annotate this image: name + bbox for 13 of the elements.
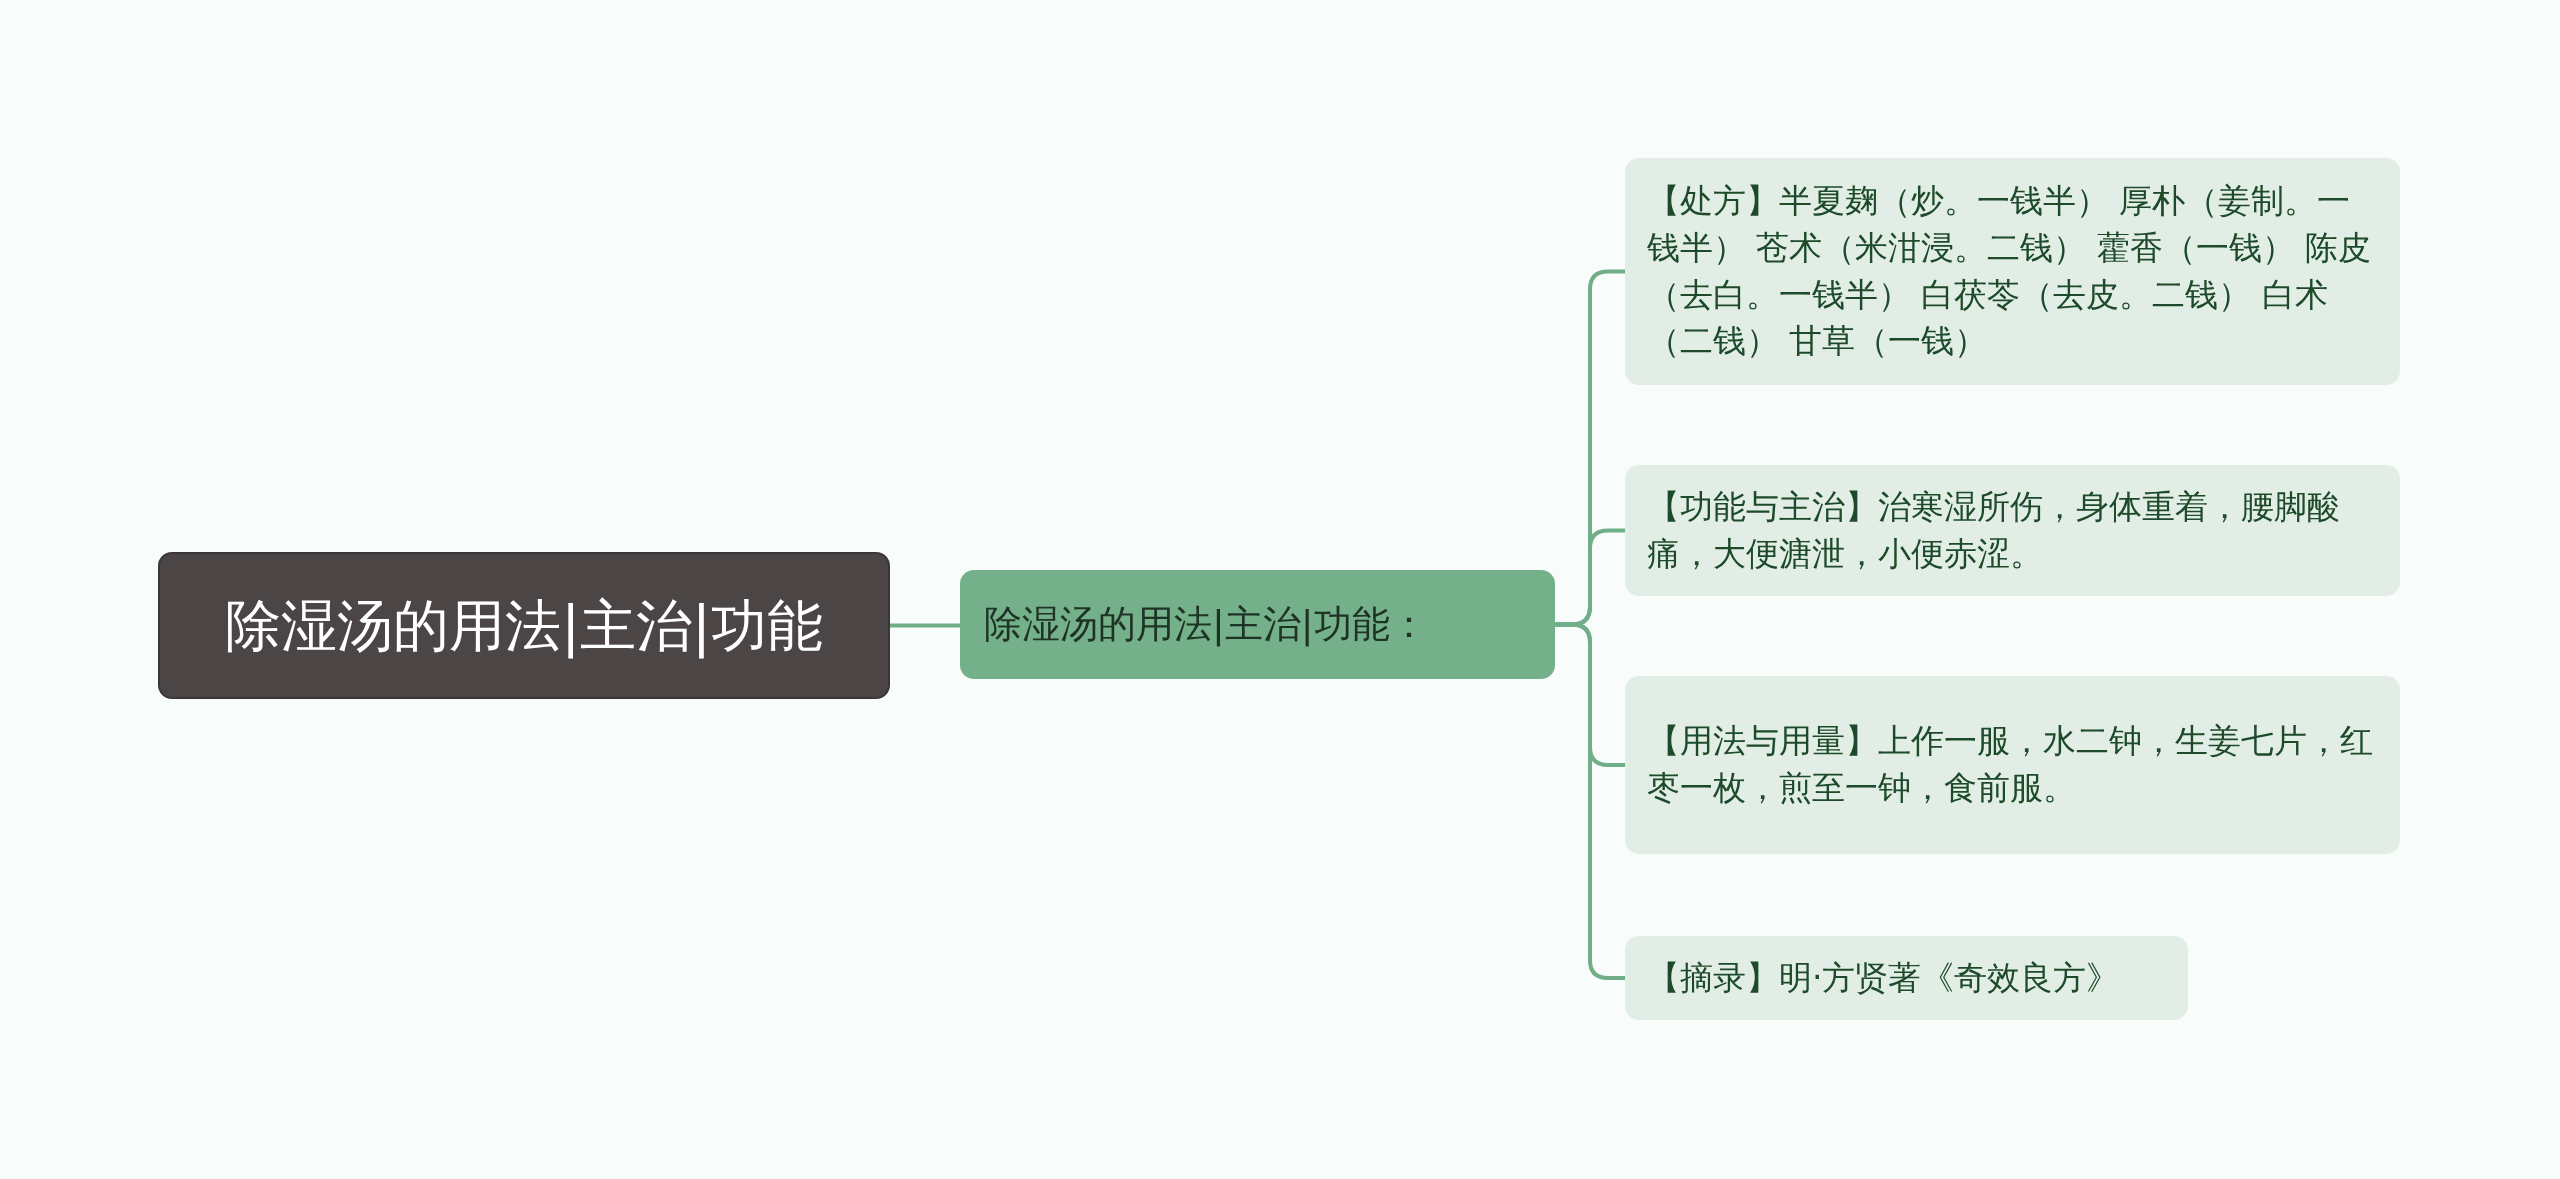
topic-text: 除湿汤的用法|主治|功能	[225, 591, 823, 661]
topic-box	[960, 570, 1555, 679]
note-box	[1625, 676, 2400, 854]
root-topic-box	[158, 552, 890, 699]
note-box	[1625, 936, 2188, 1020]
connector-line	[890, 623, 960, 628]
note-box	[1625, 158, 2400, 385]
note-text: 【摘录】明·方贤著《奇效良方》	[1647, 956, 2120, 999]
note-box	[1625, 465, 2400, 596]
note-text: 【用法与用量】上作一服，水二钟，生姜七片，红枣一枚，煎至一钟，食前服。	[1647, 720, 2374, 809]
note-text: 【处方】半夏麹（炒。一钱半） 厚朴（姜制。一钱半） 苍术（米泔浸。二钱） 藿香（一钱） 陈皮（去白。一钱半） 白茯苓（去皮。二钱） 白术（二钱） 甘草（一钱）	[1647, 179, 2373, 363]
topic-text: 除湿汤的用法|主治|功能：	[984, 600, 1428, 649]
note-text: 【功能与主治】治寒湿所伤，身体重着，腰脚酸痛，大便溏泄，小便赤涩。	[1647, 485, 2341, 575]
